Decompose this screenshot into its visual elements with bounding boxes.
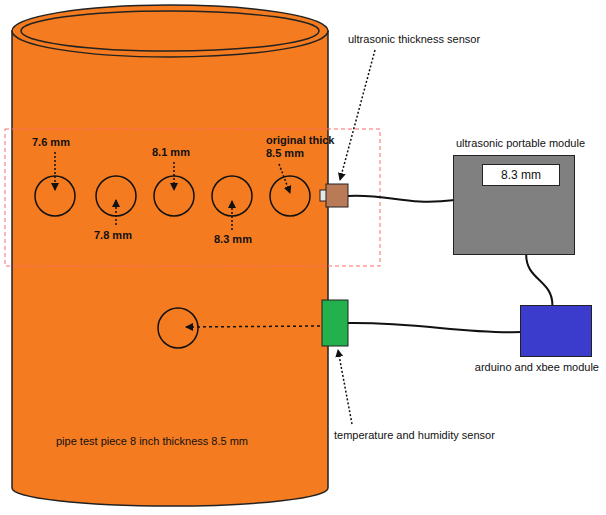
thickness-reading: 7.8 mm xyxy=(94,229,132,242)
pipe-cylinder xyxy=(12,31,328,506)
leader-arrow xyxy=(115,200,117,225)
module-cable xyxy=(526,255,552,305)
part-label: temperature and humidity sensor xyxy=(334,429,495,442)
module-heading: arduino and xbee module xyxy=(475,361,599,374)
pipe-inner-rim xyxy=(21,11,319,51)
leader-arrow xyxy=(173,162,175,190)
thickness-reading: 7.6 mm xyxy=(32,136,70,149)
thickness-display: 8.3 mm xyxy=(482,164,560,186)
leader-arrow xyxy=(340,50,375,180)
pipe-top-rim xyxy=(12,5,328,57)
sensor-wire xyxy=(348,323,522,332)
pipe-caption: pipe test piece 8 inch thickness 8.5 mm xyxy=(56,435,248,448)
module-heading: ultrasonic portable module xyxy=(456,137,585,150)
thickness-reading: 8.1 mm xyxy=(152,146,190,159)
ultrasonic-sensor xyxy=(326,184,348,207)
arduino-xbee-box: arduino and xbee module xyxy=(520,305,592,357)
part-label: ultrasonic thickness sensor xyxy=(348,33,480,46)
measure-point xyxy=(96,176,136,216)
leader-arrow xyxy=(54,152,56,190)
measurement-zone xyxy=(5,129,380,266)
pipe-body: pipe test piece 8 inch thickness 8.5 mm xyxy=(10,5,328,507)
thickness-reading: 8.3 mm xyxy=(214,233,252,246)
leader-arrow xyxy=(279,164,290,193)
sensor-cable xyxy=(348,196,455,202)
leader-arrow xyxy=(186,326,320,327)
temperature-sensor xyxy=(322,300,348,346)
portable-module: ultrasonic portable module8.3 mm xyxy=(453,155,575,255)
measure-point xyxy=(270,176,310,216)
leader-arrow xyxy=(338,350,352,424)
leader-arrow xyxy=(231,201,233,230)
sensor-point xyxy=(158,308,198,348)
original-thickness: original thick 8.5 mm xyxy=(266,134,340,160)
display-reading: 8.3 mm xyxy=(483,165,559,185)
